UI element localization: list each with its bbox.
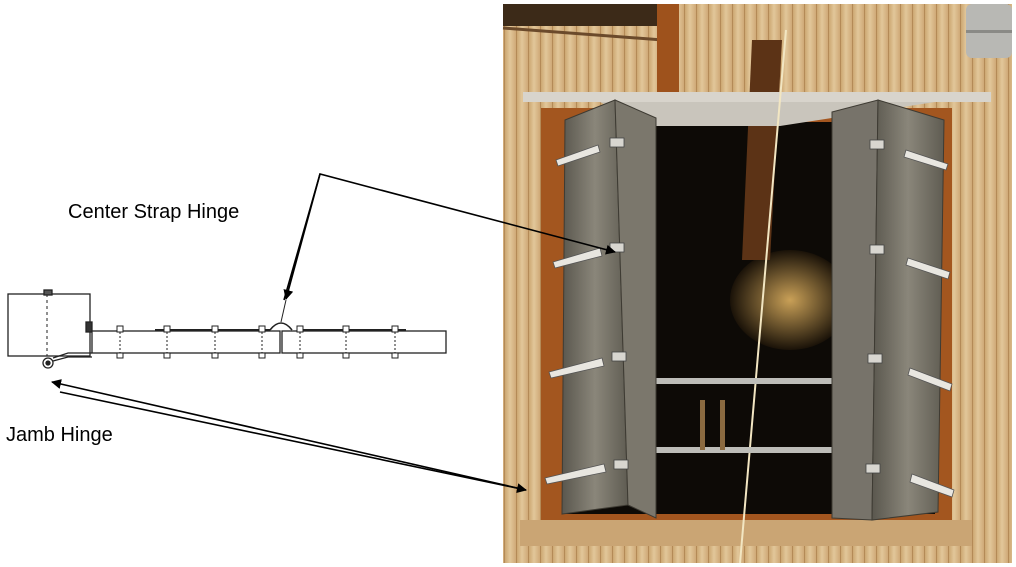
jamb-hinge-arrow — [59, 391, 527, 494]
fasteners — [116, 325, 399, 359]
right-inner-shutter-leaf — [831, 99, 879, 521]
jamb-hinge-label: Jamb Hinge — [6, 424, 113, 446]
jamb-block — [7, 293, 91, 357]
left-jamb-hinges — [544, 144, 607, 485]
shutter-panel-2-section — [281, 330, 447, 354]
leader-arrows — [51, 173, 616, 494]
shutter-photograph — [502, 4, 1012, 564]
right-center-strap-hinges — [865, 139, 885, 474]
right-jamb-hinges — [903, 149, 955, 498]
hinge-cross-section-drawing — [7, 289, 447, 369]
right-outer-shutter-leaf — [871, 99, 945, 521]
left-center-strap-hinges — [609, 137, 629, 470]
left-inner-shutter-leaf — [614, 99, 657, 519]
center-strap-hinge-label: Center Strap Hinge — [68, 201, 240, 223]
center-strap-hinge-knuckle — [269, 322, 293, 331]
